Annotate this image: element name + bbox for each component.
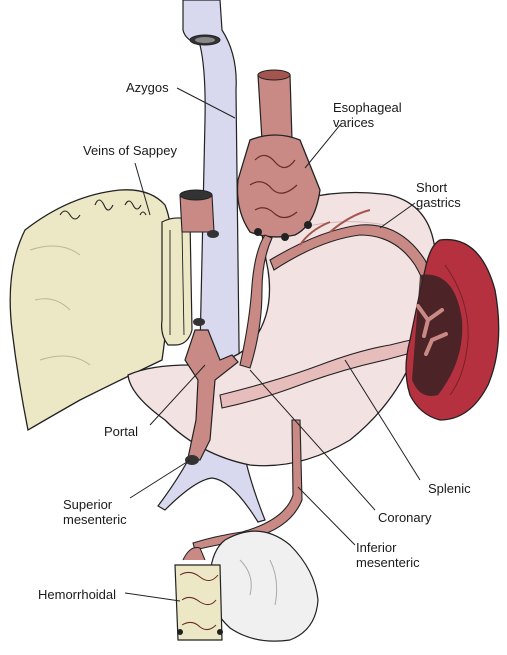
label-veins-of-sappey: Veins of Sappey	[83, 143, 177, 158]
label-portal: Portal	[104, 424, 138, 439]
esophageal-vein-upper	[257, 74, 293, 141]
label-azygos: Azygos	[126, 80, 169, 95]
label-splenic: Splenic	[428, 481, 471, 496]
label-esophageal-varices: Esophageal varices	[333, 100, 402, 130]
portal-vein	[184, 329, 239, 461]
label-short-gastrics: Short gastrics	[416, 180, 461, 210]
colon	[208, 530, 319, 642]
label-inferior-mesenteric: Inferior mesenteric	[356, 540, 420, 570]
bile-duct	[161, 217, 193, 346]
label-superior-mesenteric: Superior mesenteric	[63, 497, 127, 527]
leader-lines	[124, 87, 421, 602]
rectum	[174, 564, 223, 641]
label-hemorrhoidal: Hemorrhoidal	[38, 587, 117, 602]
esophageal-varices	[236, 134, 321, 238]
coronary-vein	[239, 234, 273, 369]
liver	[9, 189, 173, 432]
label-coronary: Coronary	[378, 510, 432, 525]
